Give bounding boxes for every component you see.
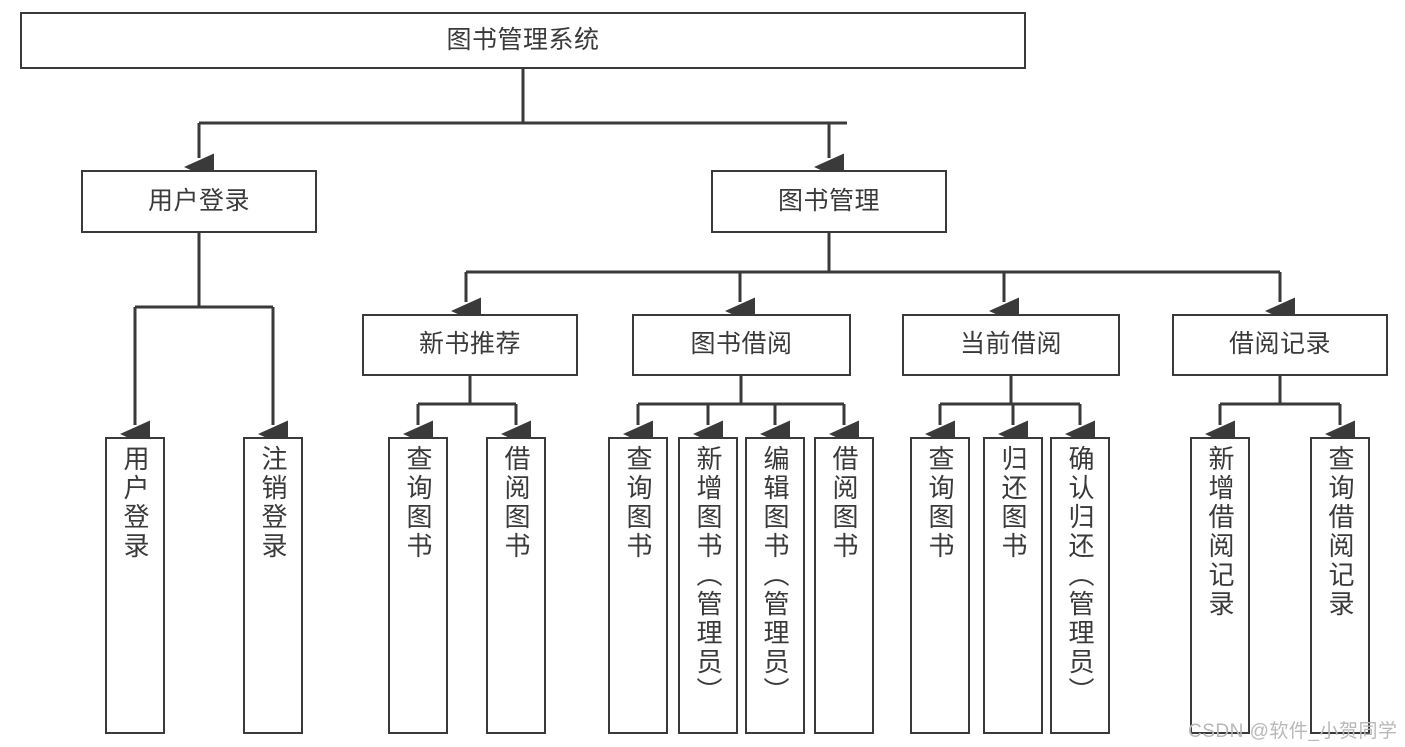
- node-borrow-records[interactable]: 借阅记录: [1172, 314, 1388, 376]
- node-label: 确认归还（管理员）: [1065, 445, 1095, 706]
- node-current-borrow[interactable]: 当前借阅: [902, 314, 1120, 376]
- node-root-system[interactable]: 图书管理系统: [20, 12, 1026, 69]
- node-label: 图书管理系统: [446, 25, 600, 54]
- node-label: 当前借阅: [959, 330, 1062, 359]
- node-leaf-user-login[interactable]: 用户登录: [105, 437, 165, 734]
- node-label: 用户登录: [120, 445, 150, 561]
- node-label: 查询图书: [623, 445, 653, 561]
- node-label: 图书借阅: [690, 330, 793, 359]
- node-book-manage[interactable]: 图书管理: [711, 170, 947, 233]
- node-leaf-edit-book[interactable]: 编辑图书（管理员）: [745, 437, 805, 734]
- node-leaf-add-record[interactable]: 新增借阅记录: [1190, 437, 1250, 734]
- node-label: 归还图书: [998, 445, 1028, 561]
- node-label: 新增图书（管理员）: [693, 445, 723, 706]
- node-leaf-query-book-2[interactable]: 查询图书: [608, 437, 668, 734]
- node-label: 编辑图书（管理员）: [760, 445, 790, 706]
- node-leaf-logout[interactable]: 注销登录: [243, 437, 303, 734]
- node-label: 查询图书: [403, 445, 433, 561]
- node-new-book-recommend[interactable]: 新书推荐: [362, 314, 578, 376]
- node-leaf-add-book[interactable]: 新增图书（管理员）: [678, 437, 738, 734]
- node-leaf-query-book-3[interactable]: 查询图书: [910, 437, 970, 734]
- node-label: 新书推荐: [418, 330, 521, 359]
- node-leaf-return-book[interactable]: 归还图书: [983, 437, 1043, 734]
- node-leaf-borrow-book-2[interactable]: 借阅图书: [814, 437, 874, 734]
- node-label: 查询借阅记录: [1325, 445, 1355, 619]
- csdn-watermark: CSDN @软件_小贺同学: [1188, 721, 1398, 742]
- node-label: 借阅记录: [1228, 330, 1331, 359]
- node-leaf-query-record[interactable]: 查询借阅记录: [1310, 437, 1370, 734]
- node-user-login[interactable]: 用户登录: [81, 170, 317, 233]
- node-label: 用户登录: [147, 186, 250, 215]
- node-label: 图书管理: [777, 186, 880, 215]
- node-book-borrow[interactable]: 图书借阅: [632, 314, 851, 376]
- node-leaf-confirm-return[interactable]: 确认归还（管理员）: [1050, 437, 1110, 734]
- node-label: 借阅图书: [829, 445, 859, 561]
- node-label: 注销登录: [258, 445, 288, 561]
- node-leaf-query-book-1[interactable]: 查询图书: [388, 437, 448, 734]
- node-label: 新增借阅记录: [1205, 445, 1235, 619]
- node-label: 查询图书: [925, 445, 955, 561]
- node-label: 借阅图书: [501, 445, 531, 561]
- node-leaf-borrow-book-1[interactable]: 借阅图书: [486, 437, 546, 734]
